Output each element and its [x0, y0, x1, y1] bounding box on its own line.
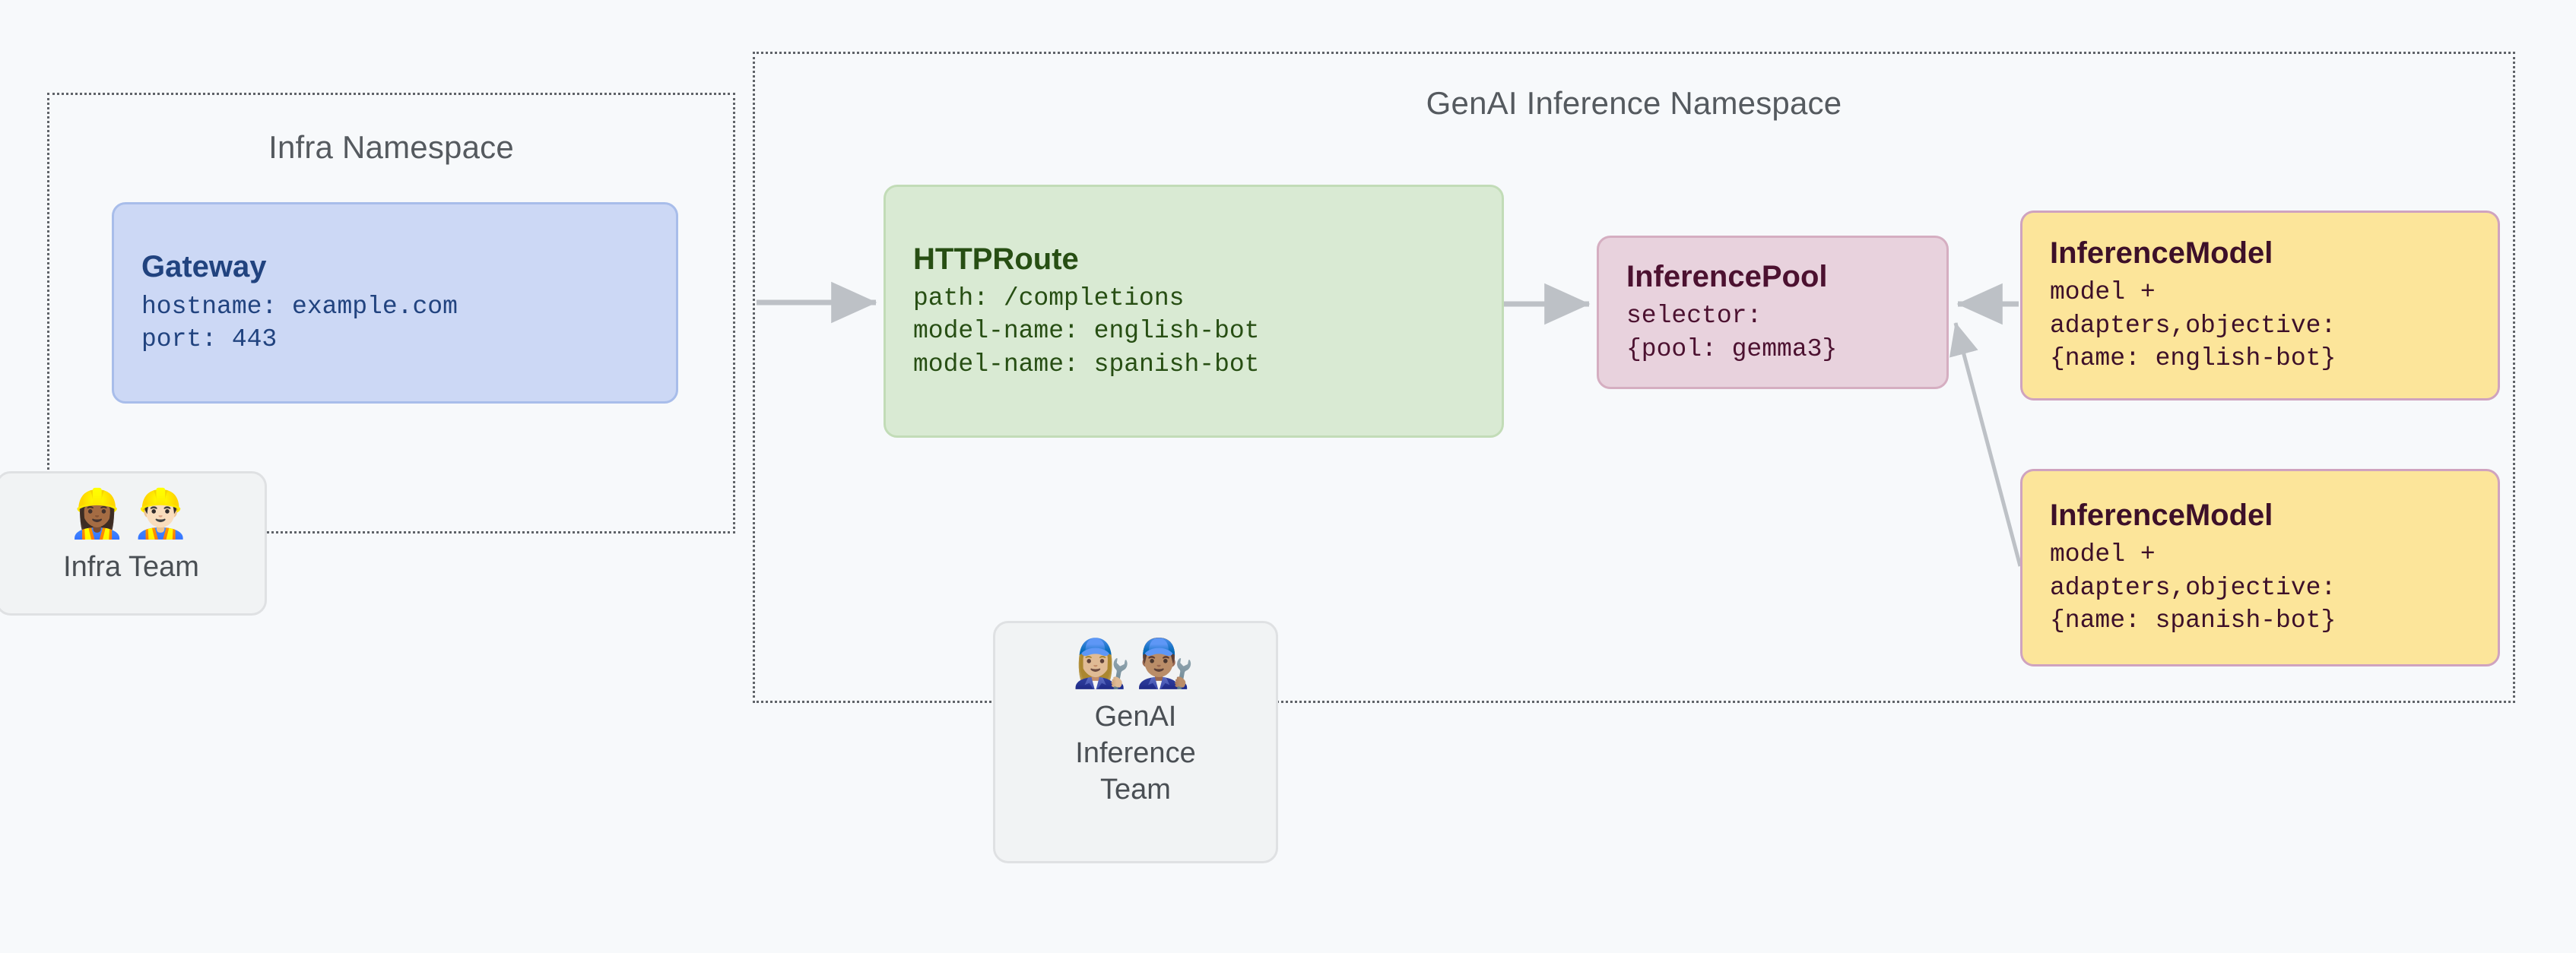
namespace-infra — [47, 93, 735, 533]
node-gateway-line-2: port: 443 — [141, 325, 278, 354]
node-inferencemodel-english-line-2: adapters,objective: — [2050, 311, 2336, 340]
node-httproute[interactable]: HTTPRoute path: /completions model-name:… — [884, 185, 1504, 438]
team-card-infra[interactable]: 👷🏾‍♀️👷🏻‍♂️ Infra Team — [0, 471, 267, 616]
genai-team-avatars: 👩🏼‍🔧👨🏽‍🔧 — [1072, 635, 1199, 691]
team-card-genai[interactable]: 👩🏼‍🔧👨🏽‍🔧 GenAI Inference Team — [993, 621, 1278, 863]
node-inferencemodel-spanish-line-3: {name: spanish-bot} — [2050, 606, 2336, 635]
namespace-infra-title: Infra Namespace — [268, 129, 514, 165]
node-httproute-line-3: model-name: spanish-bot — [913, 350, 1260, 378]
node-inferencemodel-spanish-line-2: adapters,objective: — [2050, 573, 2336, 602]
infra-team-avatars: 👷🏾‍♀️👷🏻‍♂️ — [68, 486, 195, 541]
node-inferencemodel-english-line-1: model + — [2050, 278, 2156, 307]
namespace-genai — [753, 52, 2515, 703]
node-httproute-title: HTTPRoute — [913, 242, 1079, 276]
node-inferencemodel-spanish-line-1: model + — [2050, 540, 2156, 569]
node-inferencemodel-spanish-title: InferenceModel — [2050, 499, 2273, 533]
node-gateway-title: Gateway — [141, 250, 267, 284]
node-httproute-line-2: model-name: english-bot — [913, 317, 1260, 346]
node-inferencemodel-english-line-3: {name: english-bot} — [2050, 344, 2336, 373]
infra-team-label: Infra Team — [63, 551, 199, 583]
genai-team-label: GenAI Inference Team — [1075, 701, 1196, 806]
node-gateway-line-1: hostname: example.com — [141, 292, 458, 321]
node-inferencepool-line-2: {pool: gemma3} — [1626, 334, 1838, 363]
node-inferencepool-title: InferencePool — [1626, 259, 1828, 293]
node-httproute-line-1: path: /completions — [913, 283, 1185, 312]
node-inferencepool[interactable]: InferencePool selector: {pool: gemma3} — [1597, 236, 1949, 389]
node-inferencemodel-english[interactable]: InferenceModel model + adapters,objectiv… — [2020, 211, 2500, 401]
namespace-genai-title: GenAI Inference Namespace — [1426, 85, 1842, 121]
node-gateway[interactable]: Gateway hostname: example.com port: 443 — [112, 202, 678, 404]
node-inferencepool-line-1: selector: — [1626, 302, 1762, 331]
node-inferencemodel-spanish[interactable]: InferenceModel model + adapters,objectiv… — [2020, 469, 2500, 666]
node-inferencemodel-english-title: InferenceModel — [2050, 236, 2273, 271]
